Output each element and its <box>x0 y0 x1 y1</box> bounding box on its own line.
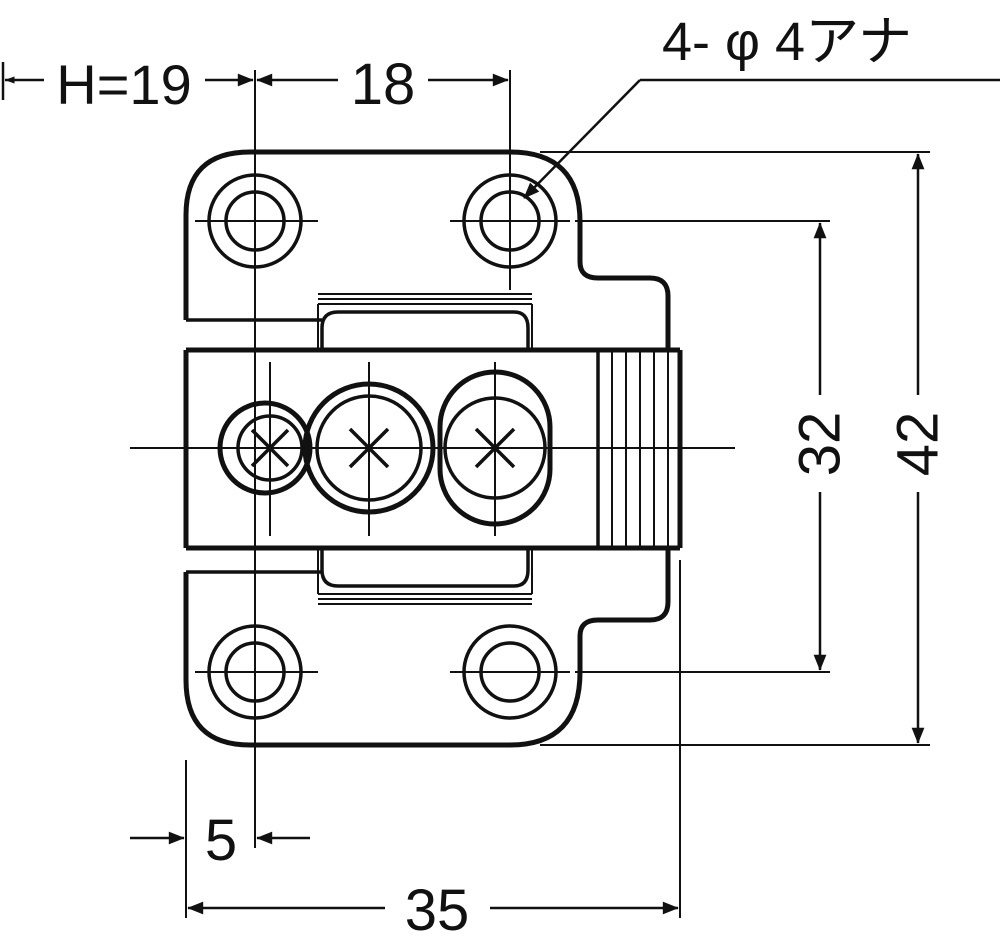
lower-plate-outline <box>183 548 671 748</box>
center-lines <box>130 220 735 673</box>
upper-plate-outline <box>183 149 671 350</box>
dimension-labels: H=19 18 32 42 5 35 4- φ 4アナ <box>56 12 950 943</box>
dim-42-label: 42 <box>886 412 951 477</box>
dim-18-label: 18 <box>351 52 416 117</box>
dimension-geometry <box>1 62 1000 918</box>
upper-window <box>317 293 533 350</box>
dim-32-label: 32 <box>788 412 853 477</box>
dim-5-label: 5 <box>205 808 237 873</box>
hole-callout-label: 4- φ 4アナ <box>662 12 912 72</box>
dim-h-label: H=19 <box>56 53 191 116</box>
dim-35-label: 35 <box>405 878 470 943</box>
lower-window <box>317 548 533 605</box>
mounting-holes <box>207 173 558 720</box>
